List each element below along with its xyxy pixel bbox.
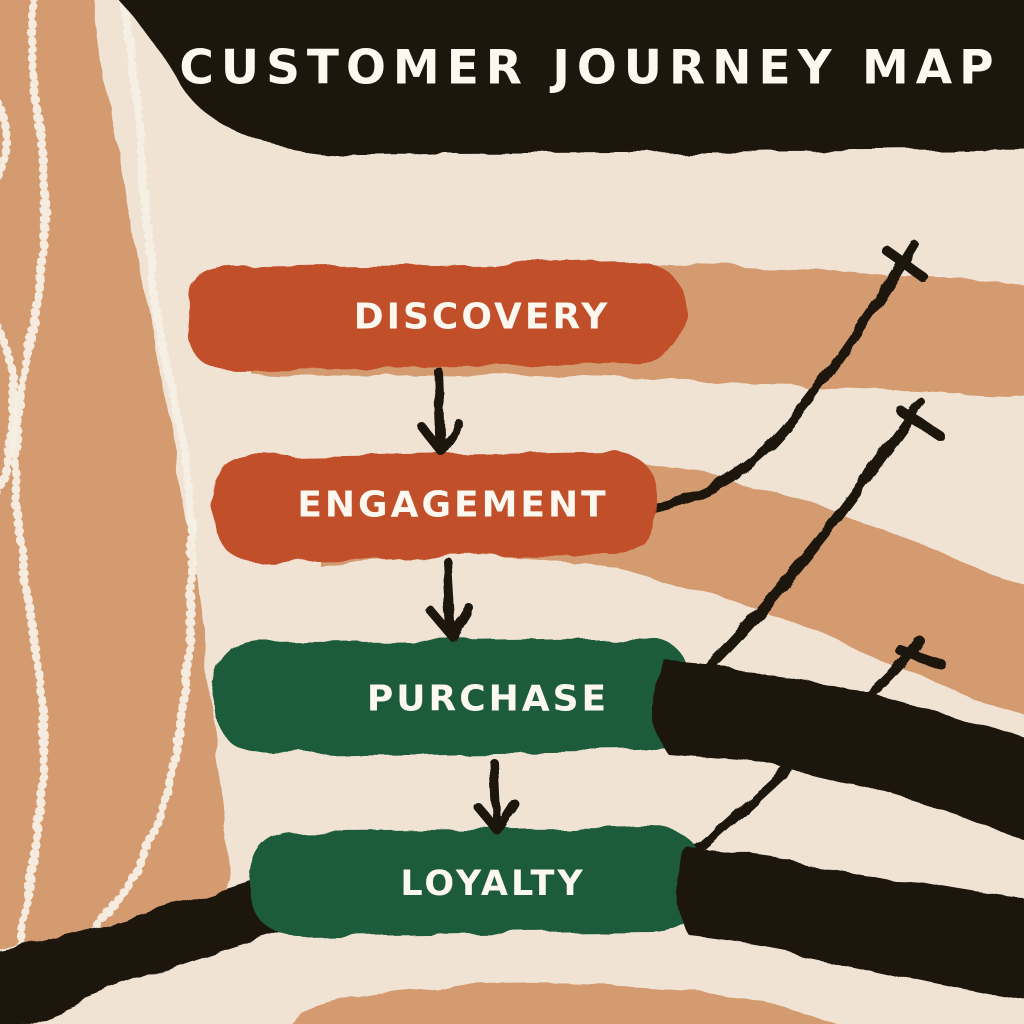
- bottom-left-black-stroke: [0, 868, 306, 1024]
- page-title: CUSTOMER JOURNEY MAP: [179, 40, 1001, 96]
- down-arrow-3: [489, 758, 502, 831]
- black-band-right-of-purchase: [651, 664, 1024, 837]
- bottom-tan-blob: [283, 983, 833, 1024]
- down-arrow-1-head: [416, 420, 465, 457]
- stage-label-discovery: DISCOVERY: [353, 296, 611, 338]
- down-arrow-3-head: [472, 799, 520, 836]
- growth-line-engagement: [645, 240, 919, 514]
- discovery-bar: [184, 262, 686, 370]
- cross-tip-icon-purchase: [897, 407, 945, 441]
- title-banner: [118, 0, 1024, 155]
- loyalty-bar: [250, 828, 705, 936]
- purchase-bar: [214, 638, 695, 754]
- black-band-right-of-loyalty: [676, 848, 1024, 1000]
- cross-tip-icon-loyalty: [895, 645, 946, 669]
- stage-label-loyalty: LOYALTY: [400, 864, 586, 904]
- down-arrow-2: [442, 556, 456, 636]
- wavy-dotted-line-1: [10, 0, 50, 1010]
- down-arrow-1: [433, 366, 446, 452]
- wavy-dotted-line-4: [0, 99, 12, 185]
- wavy-dotted-line-3: [0, 321, 19, 498]
- growth-line-purchase: [658, 398, 926, 713]
- left-tan-band: [0, 0, 231, 947]
- stage-label-purchase: PURCHASE: [366, 678, 610, 720]
- engagement-bar: [212, 452, 659, 562]
- stage-label-engagement: ENGAGEMENT: [297, 484, 609, 526]
- cross-tip-icon-engagement: [881, 245, 928, 282]
- down-arrow-2-head: [426, 603, 474, 641]
